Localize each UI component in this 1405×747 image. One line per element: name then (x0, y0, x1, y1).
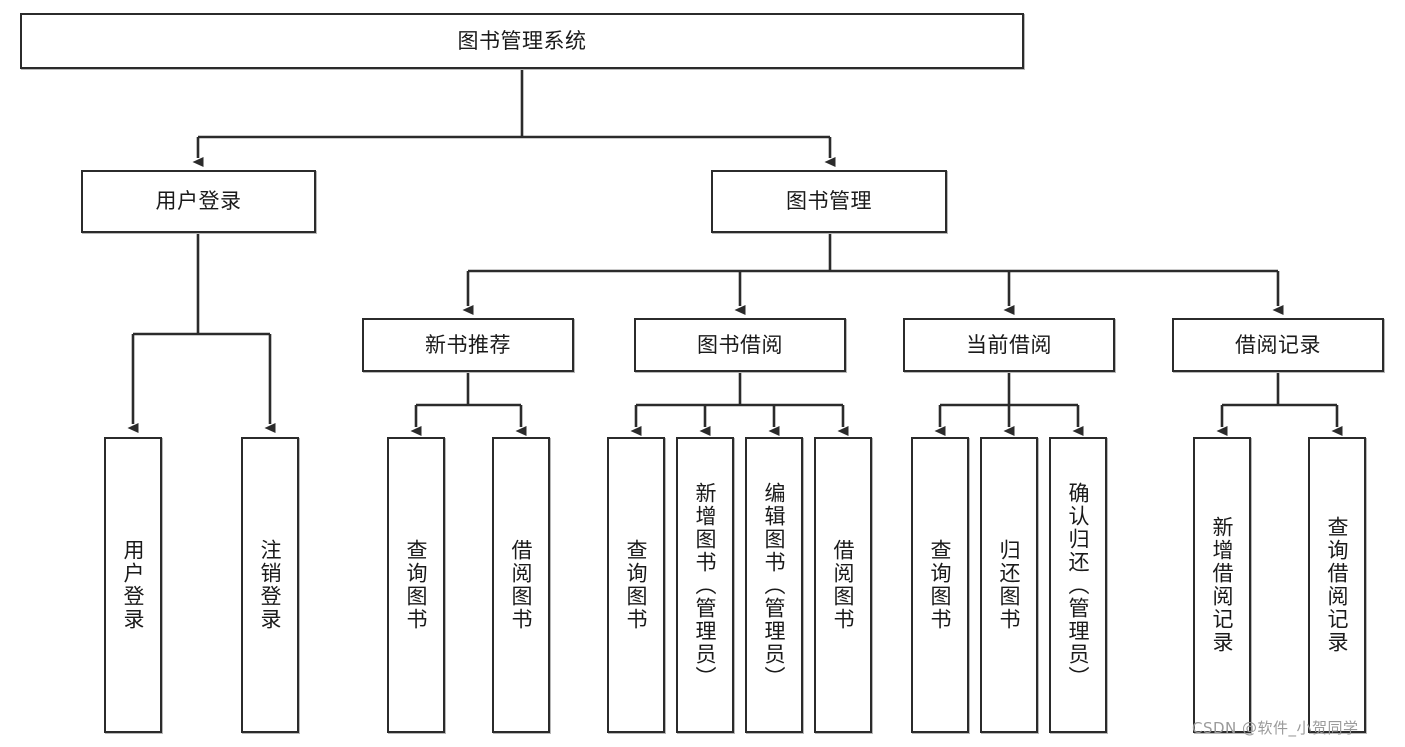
node-leaf-query-record-label: 查询借阅记录 (1325, 516, 1350, 654)
node-book-borrow-label: 图书借阅 (697, 332, 783, 357)
node-new-book-recommend-label: 新书推荐 (425, 332, 511, 357)
node-leaf-query-book-2[interactable]: 查询图书 (607, 437, 665, 733)
node-user-login[interactable]: 用户登录 (81, 170, 316, 233)
node-leaf-logout-login-label: 注销登录 (258, 539, 283, 631)
node-leaf-add-book[interactable]: 新增图书（管理员） (676, 437, 734, 733)
node-user-login-label: 用户登录 (155, 189, 242, 214)
node-leaf-borrow-book-2-label: 借阅图书 (831, 539, 856, 631)
node-book-manage-label: 图书管理 (786, 189, 872, 214)
node-leaf-query-book-3-label: 查询图书 (928, 539, 953, 631)
node-root-label: 图书管理系统 (457, 28, 587, 53)
node-leaf-edit-book[interactable]: 编辑图书（管理员） (745, 437, 803, 733)
node-book-manage[interactable]: 图书管理 (711, 170, 947, 233)
node-leaf-query-book-1[interactable]: 查询图书 (387, 437, 445, 733)
node-leaf-add-book-label: 新增图书（管理员） (693, 481, 718, 689)
node-leaf-user-login[interactable]: 用户登录 (104, 437, 162, 733)
node-root[interactable]: 图书管理系统 (20, 13, 1024, 69)
node-leaf-edit-book-label: 编辑图书（管理员） (762, 481, 787, 689)
node-leaf-return-book[interactable]: 归还图书 (980, 437, 1038, 733)
node-leaf-borrow-book-2[interactable]: 借阅图书 (814, 437, 872, 733)
node-leaf-confirm-return[interactable]: 确认归还（管理员） (1049, 437, 1107, 733)
node-leaf-add-record[interactable]: 新增借阅记录 (1193, 437, 1251, 733)
node-leaf-borrow-book-1[interactable]: 借阅图书 (492, 437, 550, 733)
node-leaf-query-book-2-label: 查询图书 (624, 539, 649, 631)
node-current-borrow-label: 当前借阅 (966, 332, 1052, 357)
node-leaf-query-record[interactable]: 查询借阅记录 (1308, 437, 1366, 733)
node-leaf-borrow-book-1-label: 借阅图书 (509, 539, 534, 631)
node-leaf-logout-login[interactable]: 注销登录 (241, 437, 299, 733)
node-leaf-query-book-3[interactable]: 查询图书 (911, 437, 969, 733)
node-leaf-user-login-label: 用户登录 (121, 539, 146, 631)
node-current-borrow[interactable]: 当前借阅 (903, 318, 1115, 372)
node-leaf-query-book-1-label: 查询图书 (404, 539, 429, 631)
node-book-borrow[interactable]: 图书借阅 (634, 318, 846, 372)
node-borrow-record-label: 借阅记录 (1235, 332, 1321, 357)
node-leaf-confirm-return-label: 确认归还（管理员） (1066, 481, 1091, 689)
node-new-book-recommend[interactable]: 新书推荐 (362, 318, 574, 372)
node-leaf-add-record-label: 新增借阅记录 (1210, 516, 1235, 654)
node-borrow-record[interactable]: 借阅记录 (1172, 318, 1384, 372)
node-leaf-return-book-label: 归还图书 (997, 539, 1022, 631)
